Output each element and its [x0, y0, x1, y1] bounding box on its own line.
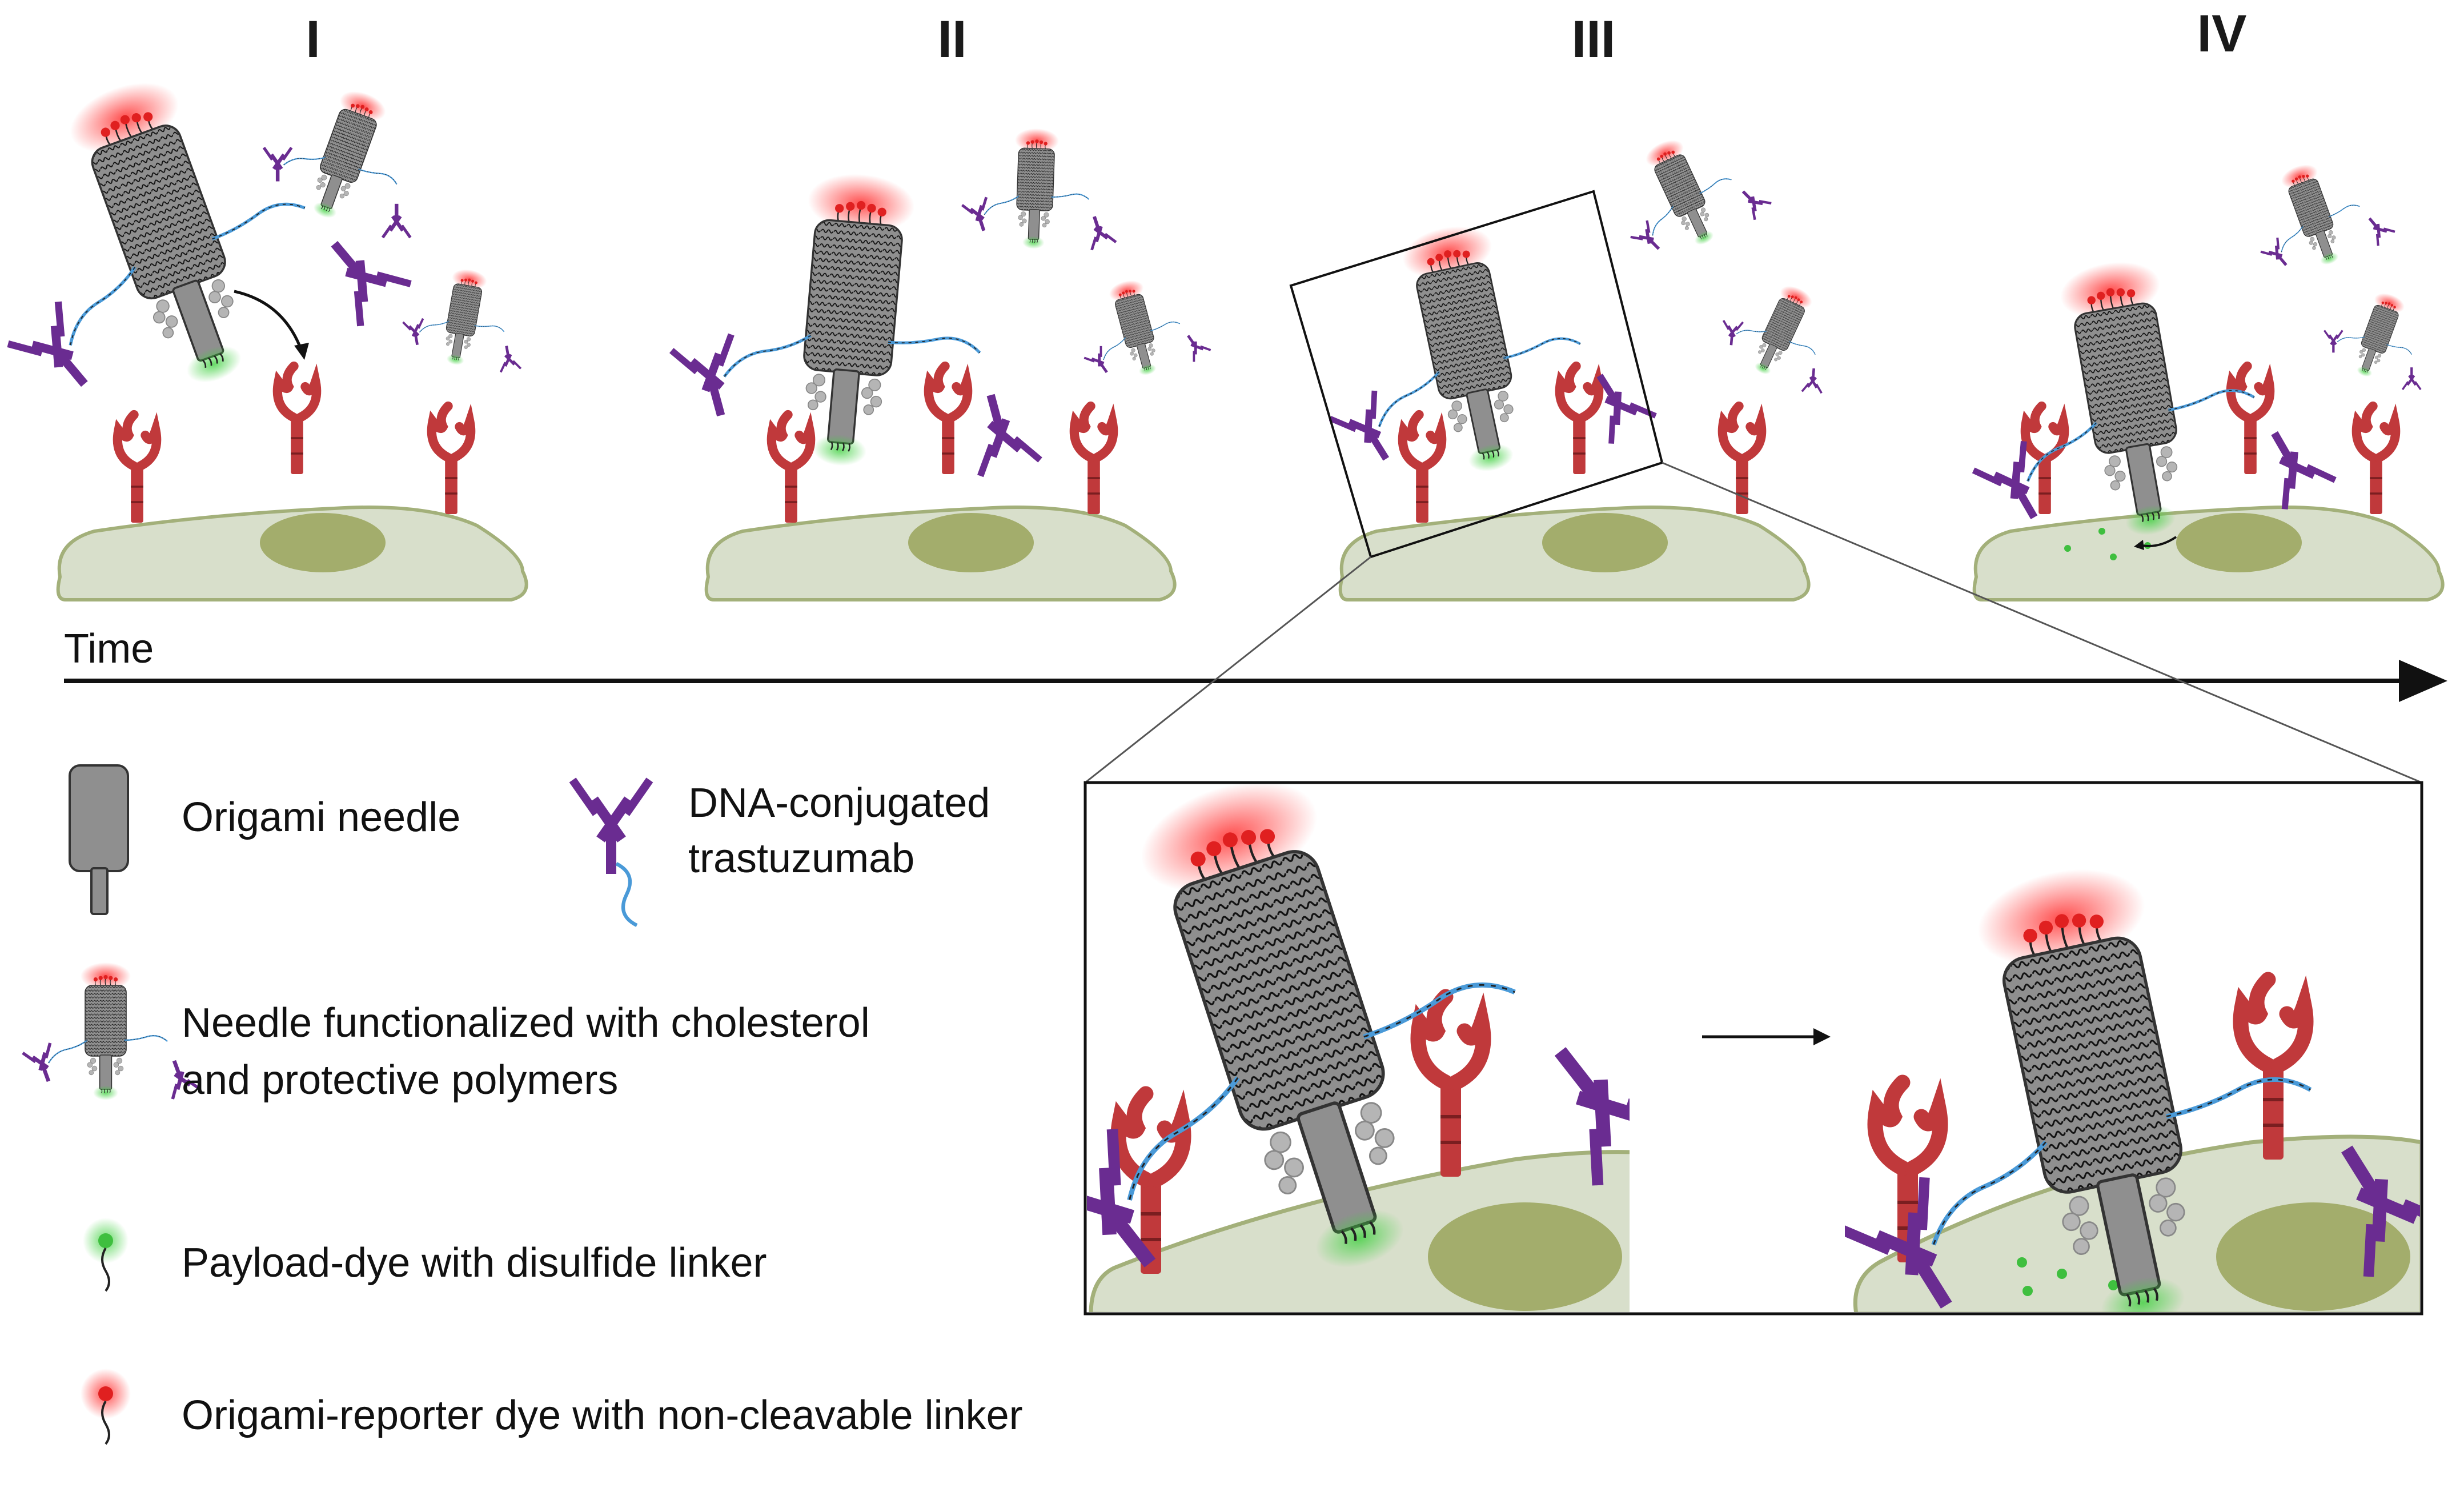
functionalized-needle: [0, 15, 423, 445]
receptor: [1723, 406, 1761, 514]
functionalized-needle: [1067, 264, 1214, 390]
functionalized-needle: [396, 259, 537, 376]
payload-dye-icon: [83, 1218, 129, 1292]
receptor: [2025, 406, 2064, 514]
cell-i: [58, 507, 527, 600]
stage-label-iii: III: [1572, 10, 1616, 69]
legend-functionalized-line1: Needle functionalized with cholesterol: [182, 1000, 870, 1046]
time-label: Time: [64, 626, 154, 672]
functionalized-needle: [2313, 277, 2449, 396]
receptor: [118, 415, 156, 523]
legend-antibody-line1: DNA-conjugated: [688, 780, 990, 826]
cell-ii: [707, 507, 1175, 600]
cell-iv: [1975, 507, 2443, 600]
reporter-dye-icon: [81, 1369, 131, 1445]
legend: Origami needle DNA-conjugated trastuzuma…: [21, 764, 1023, 1445]
stage-i: [0, 15, 537, 600]
functionalized-needle: [1599, 111, 1776, 272]
legend-reporter: Origami-reporter dye with non-cleavable …: [182, 1393, 1023, 1438]
stage-label-iv: IV: [2197, 5, 2247, 63]
stage-label-ii: II: [937, 10, 966, 69]
functionalized-needle-icon: [21, 962, 202, 1100]
stage-iv: [1939, 142, 2449, 600]
legend-functionalized-line2: and protective polymers: [182, 1057, 618, 1103]
receptor: [432, 406, 471, 514]
stage-iii: [1289, 111, 1859, 600]
stage-label-i: I: [306, 10, 320, 69]
receptor: [1074, 406, 1113, 514]
receptor: [1560, 366, 1599, 474]
functionalized-needle: [960, 126, 1121, 252]
cell-iii: [1341, 507, 1809, 600]
receptor: [278, 366, 316, 474]
legend-needle: Origami needle: [182, 795, 460, 840]
approach-arrow: [234, 290, 304, 355]
legend-antibody-line2: trastuzumab: [688, 836, 914, 881]
legend-payload: Payload-dye with disulfide linker: [182, 1240, 767, 1286]
time-arrowhead: [2399, 660, 2447, 702]
functionalized-needle: [660, 159, 1067, 484]
receptor: [1403, 415, 1442, 523]
receptor: [772, 415, 810, 523]
stage-ii: [660, 126, 1214, 600]
functionalized-needle: [247, 66, 453, 248]
receptor: [2231, 366, 2270, 474]
origami-needle-icon: [69, 764, 129, 915]
receptor: [2357, 406, 2395, 514]
functionalized-needle: [2237, 142, 2399, 286]
receptor: [929, 366, 968, 474]
functionalized-needle: [1294, 192, 1663, 503]
zoom-panel: [1083, 781, 2423, 1315]
functionalized-needle: [1709, 264, 1859, 400]
dna-antibody-icon: [569, 777, 653, 927]
